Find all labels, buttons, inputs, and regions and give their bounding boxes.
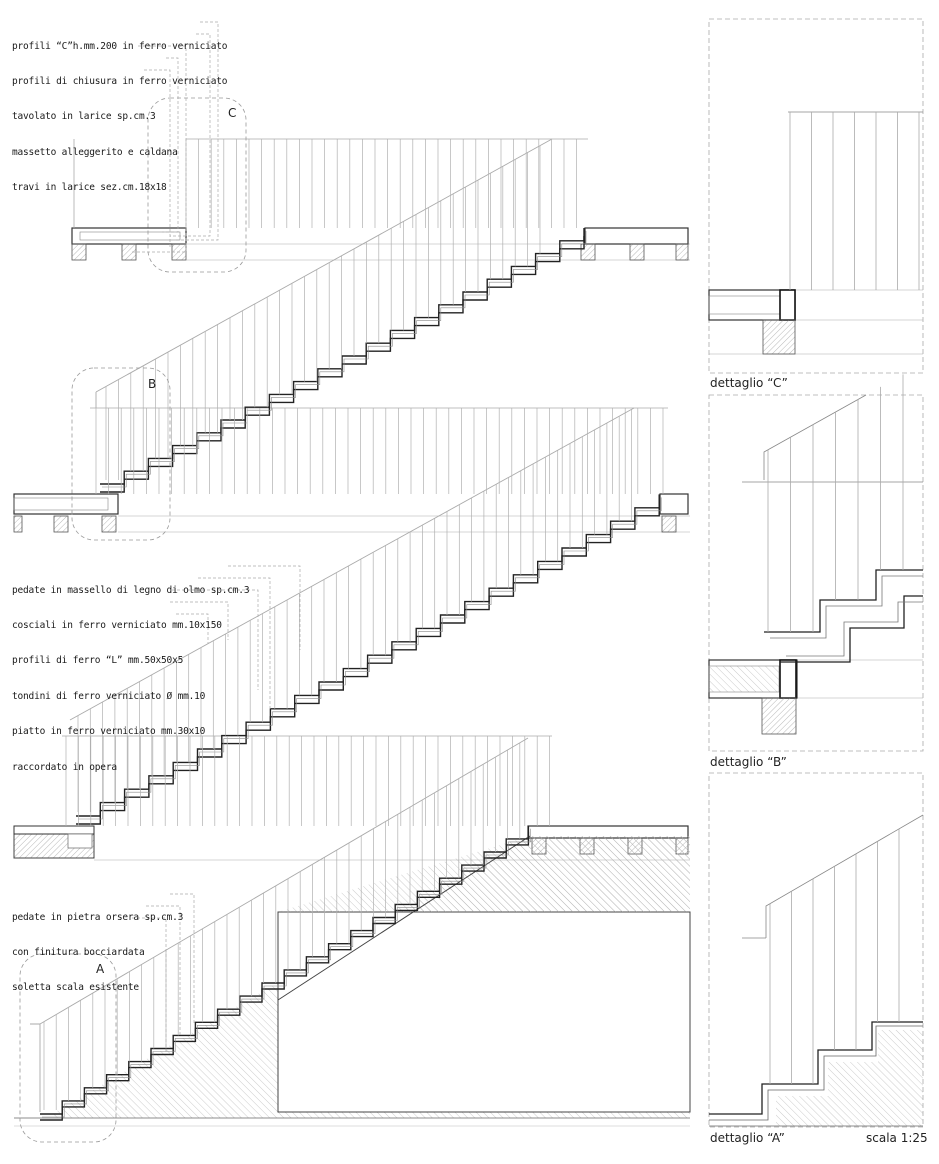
detail-c-balusters	[789, 112, 920, 290]
detail-c-caption: dettaglio “C”	[710, 376, 788, 390]
callout-a	[19, 953, 117, 1143]
note-line: profili di ferro “L” mm.50x50x5	[12, 655, 184, 667]
callout-tag-a: A	[96, 962, 105, 976]
stair-flights	[40, 228, 662, 1121]
note-line: pedate in massello di legno di olmo sp.c…	[12, 584, 250, 596]
detail-a-balusters	[769, 828, 900, 1084]
detail-c-drawing	[708, 111, 923, 355]
flight-upper-tread-inner	[102, 231, 587, 488]
upper-balustrade	[73, 138, 588, 228]
notes-upper-landing: profili “C”h.mm.200 in ferro verniciato …	[12, 17, 227, 206]
middle-landing-slab	[13, 493, 690, 533]
detail-callouts	[19, 97, 247, 1143]
note-line: tavolato in larice sp.cm.3	[12, 111, 156, 123]
note-line: soletta scala esistente	[12, 982, 139, 994]
upper-landing-slab	[71, 227, 690, 261]
detail-b-balusters	[767, 374, 904, 632]
callout-c	[147, 97, 247, 273]
detail-b-caption: dettaglio “B”	[710, 755, 787, 769]
detail-frames	[708, 18, 924, 1128]
note-line: cosciali in ferro verniciato mm.10x150	[12, 619, 222, 631]
flight-upper-treads	[100, 228, 585, 485]
note-line: travi in larice sez.cm.18x18	[12, 182, 167, 194]
flight-middle-tread-inner	[78, 497, 662, 820]
notes-wood-flight: pedate in massello di legno di olmo sp.c…	[12, 561, 250, 785]
detail-b-drawing	[708, 394, 923, 735]
callout-tag-b: B	[148, 377, 157, 391]
handrail-lower	[39, 737, 529, 1025]
note-line: pedate in pietra orsera sp.cm.3	[12, 911, 184, 923]
detail-a-drawing	[709, 814, 924, 1127]
callout-tag-c: C	[228, 106, 237, 120]
note-line: tondini di ferro verniciato Ø mm.10	[12, 690, 206, 702]
note-line: profili “C”h.mm.200 in ferro verniciato	[12, 40, 228, 52]
leader-lines	[130, 21, 301, 1052]
handrail-lower-end	[30, 1023, 41, 1112]
note-line: con finitura bocciardata	[12, 946, 145, 958]
note-line: profili di chiusura in ferro verniciato	[12, 75, 228, 87]
stone-flight	[14, 835, 691, 1127]
flight-middle-stringer	[76, 502, 660, 825]
detail-a-caption: dettaglio “A”	[710, 1131, 785, 1145]
note-line: raccordato in opera	[12, 761, 117, 773]
flight-middle-treads	[76, 494, 660, 817]
note-line: massetto alleggerito e caldana	[12, 146, 178, 158]
flight-stone-stringer	[40, 831, 530, 1121]
notes-stone-flight: pedate in pietra orsera sp.cm.3 con fini…	[12, 888, 183, 1006]
scale-label: scala 1:25	[866, 1131, 928, 1145]
note-line: piatto in ferro verniciato mm.30x10	[12, 726, 206, 738]
flight-upper-stringer	[100, 236, 585, 493]
flight-stone-tread-inner	[42, 828, 531, 1118]
lower-landing-slab	[13, 825, 690, 861]
